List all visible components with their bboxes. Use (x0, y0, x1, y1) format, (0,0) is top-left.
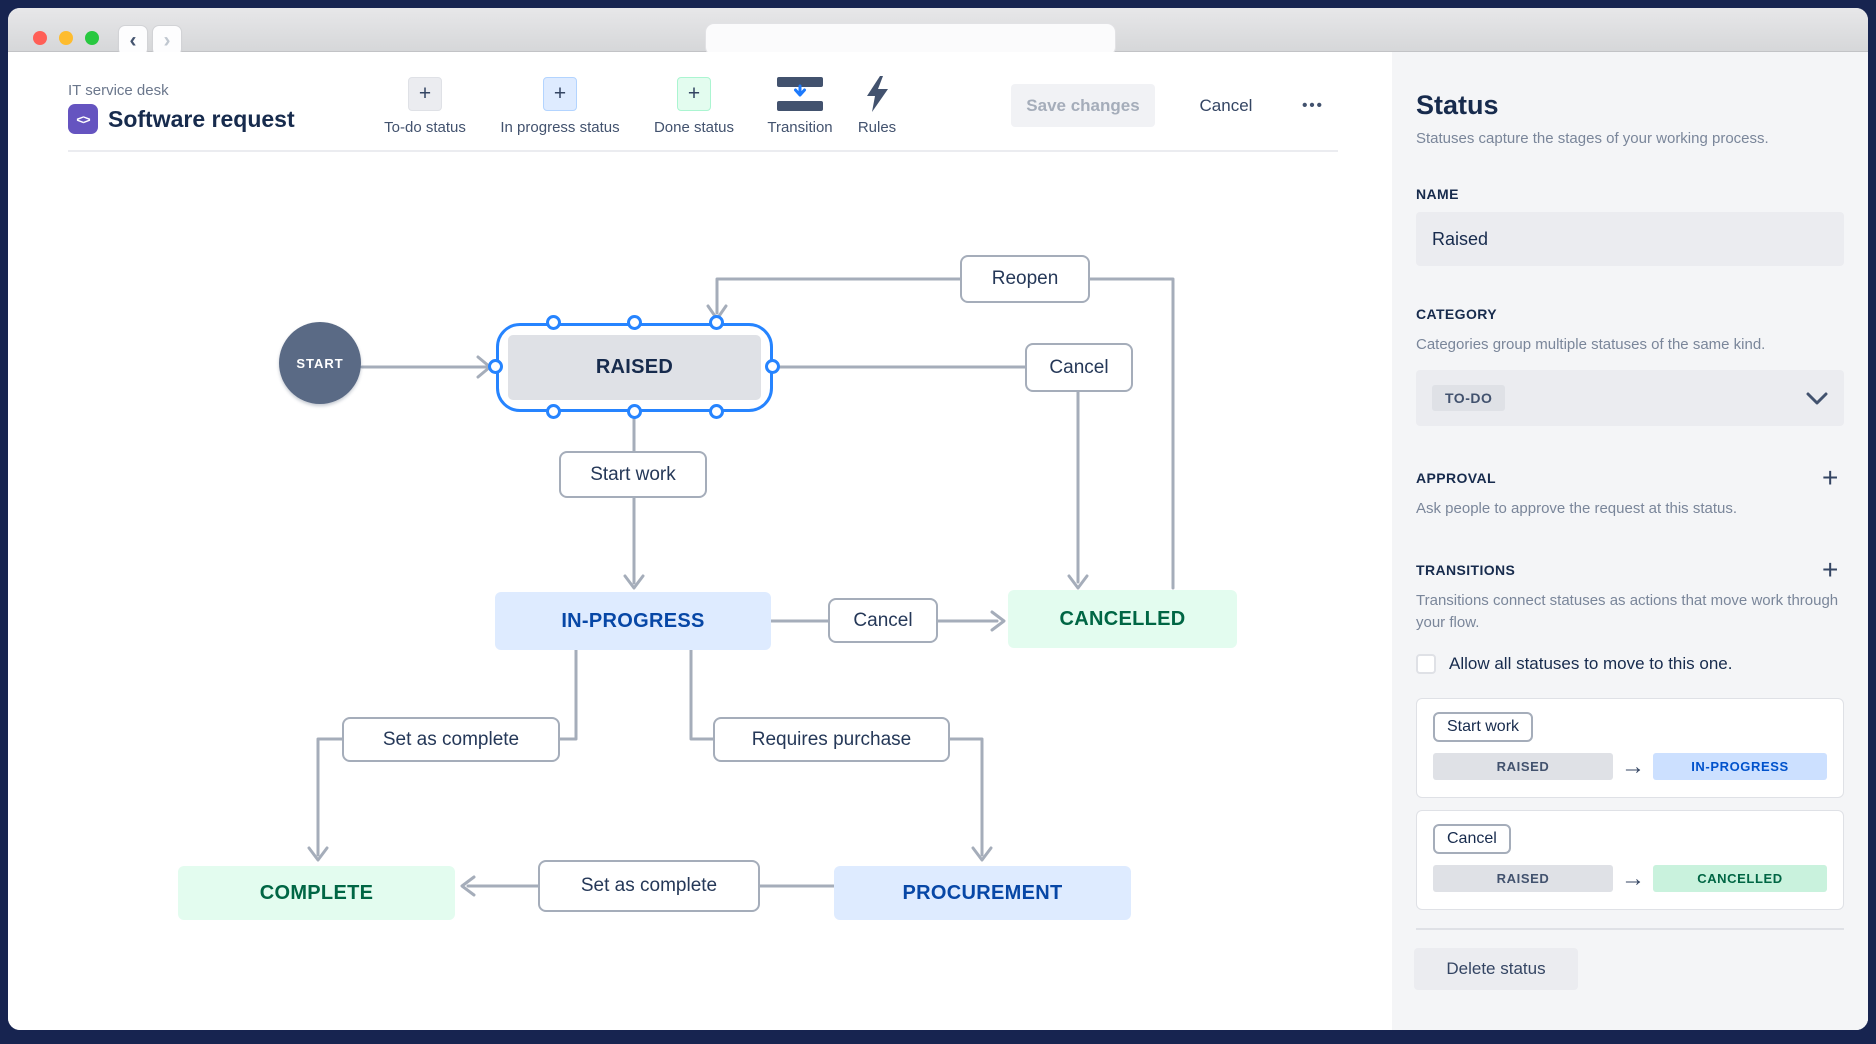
resize-handle[interactable] (546, 404, 561, 419)
back-icon: ‹ (129, 29, 137, 52)
to-status-badge: IN-PROGRESS (1653, 753, 1827, 780)
back-button[interactable]: ‹ (118, 25, 148, 56)
tool-label: Rules (857, 119, 897, 136)
transition-card-row: RAISED → IN-PROGRESS (1433, 753, 1827, 780)
delete-status-button[interactable]: Delete status (1414, 948, 1578, 990)
toolbar-divider (68, 150, 1338, 152)
allow-all-label: Allow all statuses to move to this one. (1449, 654, 1733, 673)
from-status-badge: RAISED (1433, 753, 1613, 780)
panel-subtitle: Statuses capture the stages of your work… (1416, 130, 1769, 147)
transition-label-requires-purchase[interactable]: Requires purchase (713, 717, 950, 762)
add-todo-status-button[interactable]: + To-do status (365, 75, 485, 141)
resize-handle[interactable] (627, 315, 642, 330)
approval-help: Ask people to approve the request at thi… (1416, 500, 1738, 517)
chevron-down-icon (1806, 392, 1828, 405)
status-node-procurement[interactable]: PROCUREMENT (834, 866, 1131, 920)
more-options-button[interactable]: ••• (1302, 97, 1324, 114)
plus-icon: + (543, 77, 577, 111)
status-node-raised[interactable]: RAISED (508, 335, 761, 400)
code-brackets-icon: <> (76, 111, 90, 127)
transition-action-chip[interactable]: Cancel (1433, 824, 1511, 854)
tool-label: Transition (767, 119, 833, 136)
transition-label-cancel-top[interactable]: Cancel (1025, 343, 1133, 392)
address-bar[interactable] (705, 23, 1116, 56)
status-name-input[interactable] (1416, 212, 1844, 266)
approval-label: APPROVAL (1416, 470, 1496, 486)
start-node[interactable]: START (279, 322, 361, 404)
category-help: Categories group multiple statuses of th… (1416, 336, 1766, 353)
breadcrumb[interactable]: IT service desk (68, 82, 169, 99)
plus-icon: + (677, 77, 711, 111)
arrow-right-icon: → (1621, 753, 1645, 780)
status-node-cancelled[interactable]: CANCELLED (1008, 590, 1237, 648)
add-transition-button[interactable]: Transition (740, 75, 860, 141)
lightning-bolt-icon (867, 76, 888, 112)
transition-card-cancel[interactable]: Cancel RAISED → CANCELLED (1416, 810, 1844, 910)
resize-handle[interactable] (627, 404, 642, 419)
allow-all-checkbox[interactable] (1416, 654, 1436, 674)
zoom-window-icon[interactable] (85, 31, 99, 45)
tool-label: To-do status (384, 119, 466, 136)
category-label: CATEGORY (1416, 306, 1497, 322)
resize-handle[interactable] (709, 404, 724, 419)
transitions-label: TRANSITIONS (1416, 562, 1516, 578)
resize-handle[interactable] (765, 359, 780, 374)
transition-label-reopen[interactable]: Reopen (960, 255, 1090, 303)
transition-card-start-work[interactable]: Start work RAISED → IN-PROGRESS (1416, 698, 1844, 798)
page-title: Software request (108, 106, 295, 132)
arrow-right-icon: → (1621, 865, 1645, 892)
transition-label-start-work[interactable]: Start work (559, 451, 707, 498)
panel-divider (1416, 928, 1844, 930)
forward-icon: › (163, 29, 171, 52)
transitions-help: Transitions connect statuses as actions … (1416, 592, 1839, 631)
category-value-badge: TO-DO (1432, 385, 1506, 411)
transition-action-chip[interactable]: Start work (1433, 712, 1534, 742)
save-changes-button[interactable]: Save changes (1011, 84, 1155, 127)
transition-label-set-as-complete-upper[interactable]: Set as complete (342, 717, 560, 762)
add-done-status-button[interactable]: + Done status (634, 75, 754, 141)
minimize-window-icon[interactable] (59, 31, 73, 45)
add-approval-button[interactable]: + (1822, 462, 1839, 493)
add-inprogress-status-button[interactable]: + In progress status (488, 75, 632, 141)
name-label: NAME (1416, 186, 1459, 202)
to-status-badge: CANCELLED (1653, 865, 1827, 892)
titlebar: ‹ › (8, 8, 1868, 56)
allow-all-row: Allow all statuses to move to this one. (1416, 654, 1732, 674)
tool-label: Done status (653, 119, 735, 136)
forward-button[interactable]: › (152, 25, 182, 56)
transition-icon (777, 77, 823, 111)
transition-label-cancel-mid[interactable]: Cancel (828, 598, 938, 643)
cancel-button[interactable]: Cancel (1199, 95, 1253, 115)
transition-label-set-as-complete-bottom[interactable]: Set as complete (538, 860, 760, 912)
transition-card-row: RAISED → CANCELLED (1433, 865, 1827, 892)
add-rule-button[interactable]: Rules (817, 75, 937, 141)
resize-handle[interactable] (709, 315, 724, 330)
add-transition-panel-button[interactable]: + (1822, 554, 1839, 585)
resize-handle[interactable] (546, 315, 561, 330)
plus-icon: + (408, 77, 442, 111)
status-node-in-progress[interactable]: IN-PROGRESS (495, 592, 771, 650)
close-window-icon[interactable] (33, 31, 47, 45)
panel-title: Status (1416, 90, 1499, 120)
resize-handle[interactable] (488, 359, 503, 374)
project-icon: <> (68, 104, 98, 134)
from-status-badge: RAISED (1433, 865, 1613, 892)
category-select[interactable]: TO-DO (1416, 370, 1844, 426)
status-node-complete[interactable]: COMPLETE (178, 866, 455, 920)
tool-label: In progress status (500, 119, 620, 136)
